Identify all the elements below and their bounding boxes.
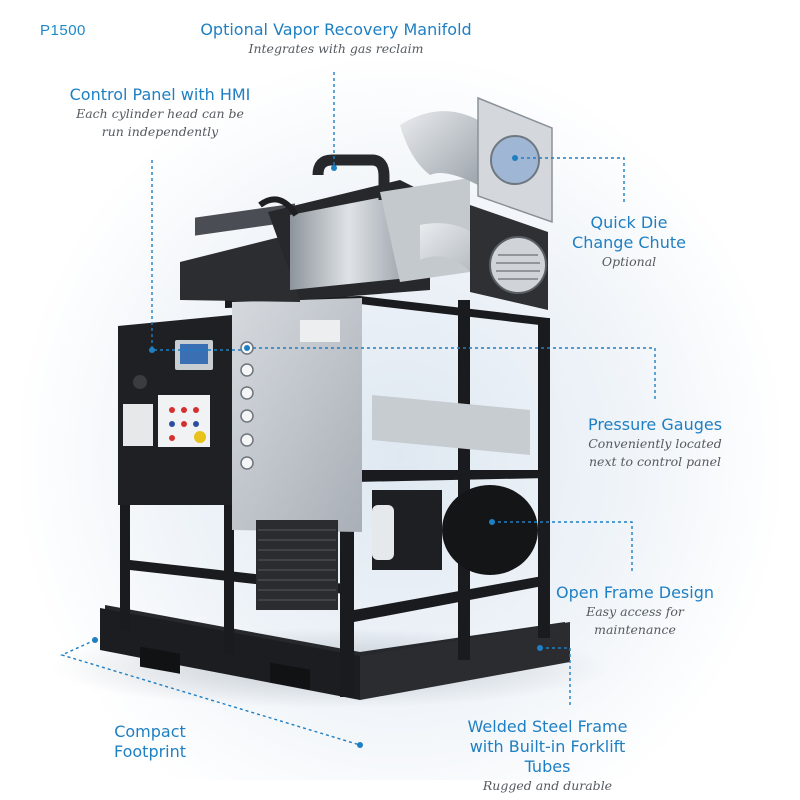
callout-title-line2: Change Chute	[572, 233, 686, 252]
callout-die-chute: Quick Die Change Chute Optional	[565, 213, 693, 271]
callout-title-line1: Compact	[114, 722, 186, 741]
callout-title-line2: with Built-in Forklift Tubes	[469, 737, 626, 776]
callout-title-line1: Quick Die	[590, 213, 668, 232]
cylinder-assembly	[180, 154, 514, 302]
callout-title: Open Frame Design	[556, 583, 714, 602]
gauge-panel	[232, 298, 362, 532]
callout-steel-frame: Welded Steel Frame with Built-in Forklif…	[455, 717, 640, 795]
callout-title: Control Panel with HMI	[69, 85, 251, 104]
callout-subtitle: Easy access for maintenance	[586, 604, 684, 637]
callout-subtitle-line2: next to control panel	[589, 454, 721, 469]
callout-pressure-gauges: Pressure Gauges Conveniently located nex…	[575, 415, 735, 471]
radiator-grille	[256, 520, 338, 610]
callout-control-panel: Control Panel with HMI Each cylinder hea…	[65, 85, 255, 141]
interior-components	[372, 395, 538, 575]
model-number: P1500	[40, 22, 86, 39]
callout-leaders	[60, 72, 656, 748]
callout-title: Pressure Gauges	[587, 415, 723, 434]
callout-subtitle: Optional	[601, 254, 657, 269]
callout-open-frame: Open Frame Design Easy access for mainte…	[545, 583, 725, 639]
callout-compact-footprint: Compact Footprint	[95, 722, 205, 762]
callout-subtitle: Rugged and durable	[482, 778, 613, 793]
callout-subtitle-line2: run independently	[101, 124, 219, 139]
callout-vapor-manifold: Optional Vapor Recovery Manifold Integra…	[200, 20, 472, 58]
callout-title-line2: Footprint	[113, 742, 187, 761]
callout-subtitle-line1: Each cylinder head can be	[76, 106, 244, 121]
callout-subtitle-line1: Conveniently located	[588, 436, 722, 451]
callout-title: Optional Vapor Recovery Manifold	[200, 20, 472, 39]
callout-title-line1: Welded Steel Frame	[467, 717, 628, 736]
callout-subtitle: Integrates with gas reclaim	[248, 41, 424, 56]
control-cabinet	[118, 315, 236, 505]
